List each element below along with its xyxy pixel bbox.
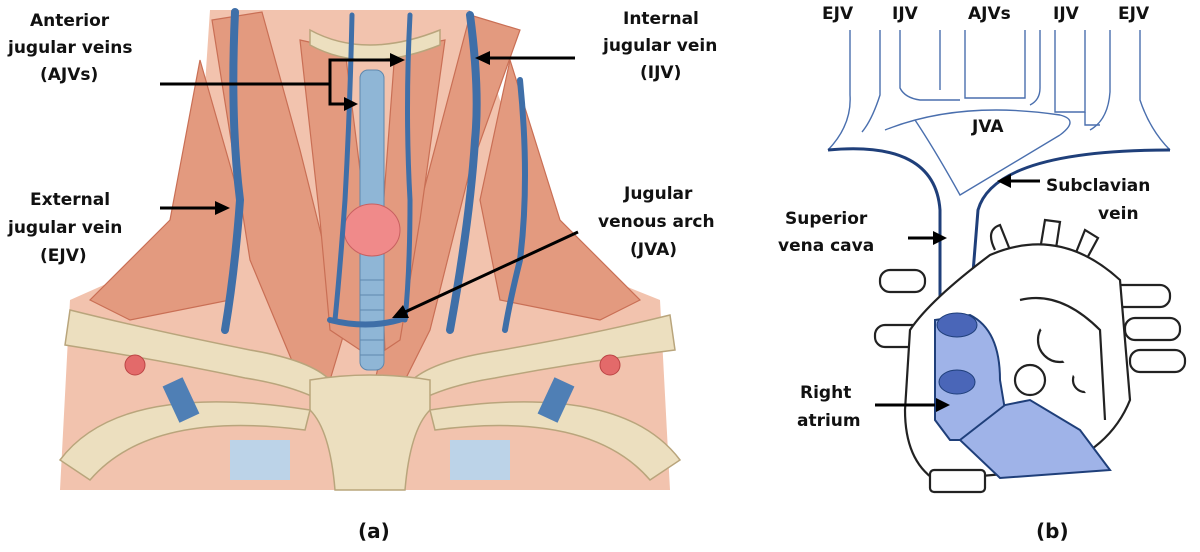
svg-text:jugular vein: jugular vein <box>602 36 717 56</box>
right-internal-jugular-vein <box>446 11 481 334</box>
svg-text:vein: vein <box>1098 204 1139 224</box>
left-cartilage <box>230 440 290 480</box>
svg-text:atrium: atrium <box>797 411 861 431</box>
left-anterior-jugular-vein <box>332 12 355 323</box>
caption-a: (a) <box>358 519 390 543</box>
left-brachiocephalic-vein <box>827 147 942 310</box>
svg-text:Anterior: Anterior <box>30 11 110 31</box>
left-first-rib <box>58 401 311 481</box>
svg-text:Right: Right <box>800 383 851 403</box>
jugular-venous-arch <box>327 315 408 328</box>
left-external-jugular-vein <box>221 8 245 334</box>
svg-text:Jugular: Jugular <box>623 184 693 204</box>
top-label-ijv-right: IJV <box>1053 4 1080 24</box>
top-label-ajvs: AJVs <box>968 4 1011 24</box>
svg-text:Superior: Superior <box>785 209 868 229</box>
caption-b: (b) <box>1036 519 1069 543</box>
top-label-ijv-left: IJV <box>892 4 919 24</box>
svc-opening <box>936 312 978 338</box>
svg-text:jugular vein: jugular vein <box>7 218 122 238</box>
right-anterior-jugular-vein <box>402 12 413 323</box>
left-subclavian-vein <box>162 377 200 423</box>
heart-diagram <box>873 218 1187 494</box>
label-right-atrium: Right atrium <box>797 383 861 431</box>
panel-a-illustration <box>58 8 682 491</box>
right-brachiocephalic-vein <box>968 148 1171 311</box>
panel-b-top-labels: EJV IJV AJVs IJV EJV <box>822 4 1150 24</box>
right-ventricle-region <box>958 398 1112 480</box>
right-scalene-muscle <box>479 57 642 321</box>
left-sternocleidomastoid-muscle <box>211 11 346 381</box>
svg-text:jugular veins: jugular veins <box>7 38 132 58</box>
top-label-ejv-right: EJV <box>1118 4 1150 24</box>
label-anterior-jugular-veins: Anterior jugular veins (AJVs) <box>7 11 132 85</box>
label-internal-jugular-vein: Internal jugular vein (IJV) <box>602 9 717 83</box>
label-jugular-venous-arch: Jugular venous arch (JVA) <box>598 184 715 260</box>
right-subclavian-artery <box>599 354 621 376</box>
right-subclavian-vein <box>537 377 575 423</box>
right-external-jugular-vein <box>502 77 528 333</box>
svg-text:venous arch: venous arch <box>598 212 715 232</box>
svg-text:External: External <box>30 190 110 210</box>
thyroid-gland <box>343 203 401 257</box>
label-superior-vena-cava: Superior vena cava <box>778 209 874 256</box>
svg-text:(AJVs): (AJVs) <box>40 65 98 85</box>
label-external-jugular-vein: External jugular vein (EJV) <box>7 190 122 266</box>
svg-text:(EJV): (EJV) <box>40 246 87 266</box>
svg-text:(JVA): (JVA) <box>630 240 677 260</box>
ivc-opening <box>938 369 976 395</box>
right-cartilage <box>450 440 510 480</box>
arrow-anterior-jugular-veins <box>160 58 390 106</box>
label-subclavian-vein: Subclavian vein <box>1046 176 1150 224</box>
svg-text:vena cava: vena cava <box>778 236 874 256</box>
jugular-venous-arch-line <box>884 109 1071 136</box>
left-subclavian-artery <box>124 354 146 376</box>
svg-text:Subclavian: Subclavian <box>1046 176 1150 196</box>
right-first-rib <box>429 401 682 481</box>
svg-text:Internal: Internal <box>623 9 699 29</box>
label-jva-b: JVA <box>971 117 1004 137</box>
sternum <box>309 374 431 491</box>
panel-b-branch-veins <box>827 30 1171 196</box>
svg-text:(IJV): (IJV) <box>640 63 681 83</box>
top-label-ejv-left: EJV <box>822 4 854 24</box>
arrow-jugular-venous-arch <box>404 230 579 314</box>
